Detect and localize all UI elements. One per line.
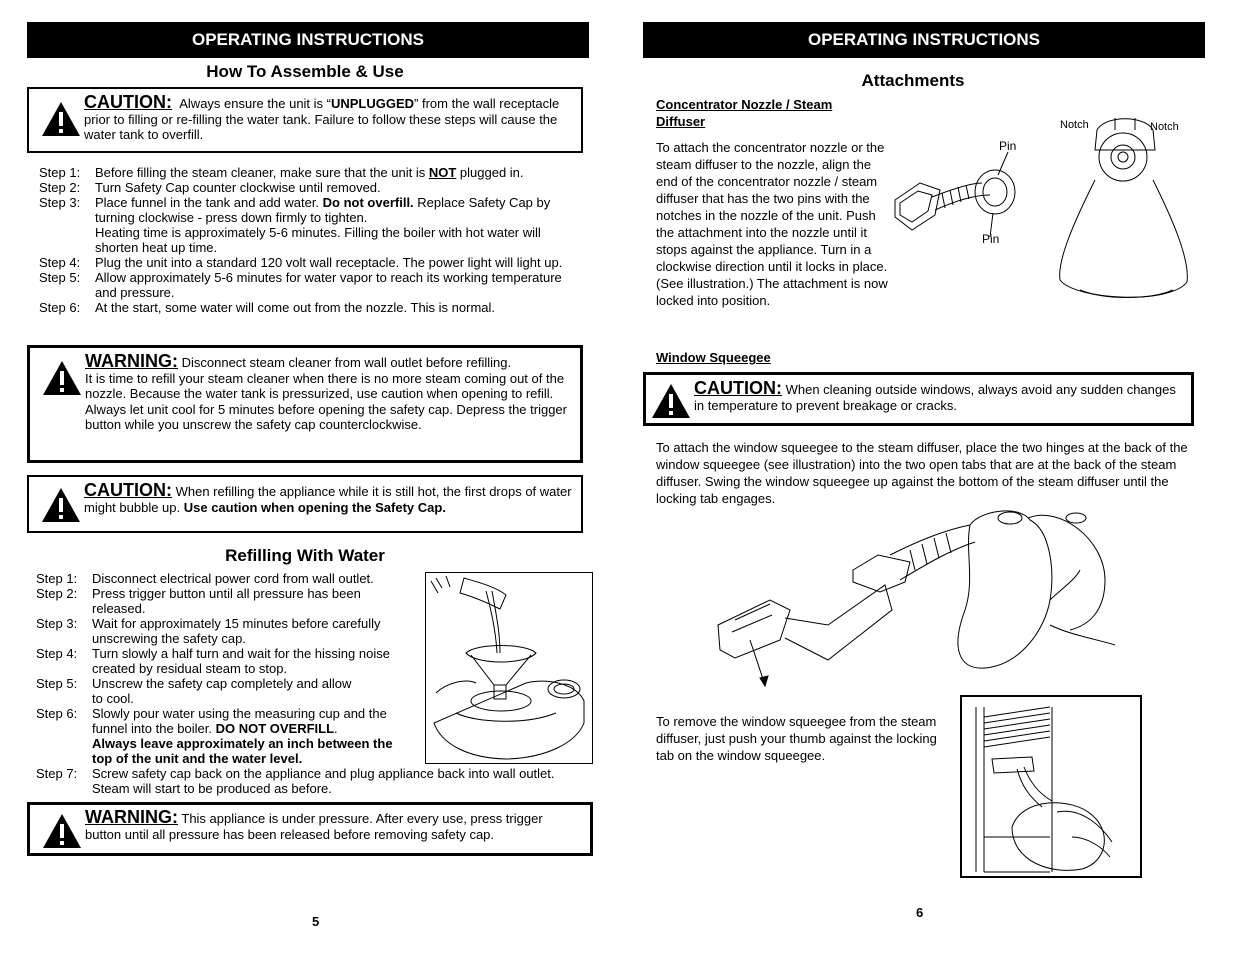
caution-box-windows: CAUTION: When cleaning outside windows, … [643, 372, 1194, 426]
list-item: Step 6:Slowly pour water using the measu… [36, 706, 393, 766]
warning-keyword: WARNING: [85, 807, 178, 827]
warning-text: WARNING: This appliance is under pressur… [85, 807, 543, 842]
right-header: OPERATING INSTRUCTIONS [643, 22, 1205, 58]
list-item: Step 1:Disconnect electrical power cord … [36, 571, 374, 586]
concentrator-text: To attach the concentrator nozzle or the… [656, 140, 888, 308]
warning-triangle-icon [42, 102, 80, 136]
right-section-title: Attachments [861, 71, 965, 90]
caution-text: CAUTION: Always ensure the unit is “UNPL… [84, 92, 560, 142]
squeegee-text: To attach the window squeegee to the ste… [656, 440, 1188, 506]
pouring-water-illustration [430, 575, 585, 760]
list-item: Step 5:Unscrew the safety cap completely… [36, 676, 352, 706]
list-item: Step 5:Allow approximately 5-6 minutes f… [39, 270, 562, 300]
list-item: Step 3:Place funnel in the tank and add … [39, 195, 551, 255]
window-cleaning-illustration [975, 706, 1113, 873]
concentrator-heading: Concentrator Nozzle / Steam Diffuser [656, 97, 833, 129]
remove-text: To remove the window squeegee from the s… [656, 714, 937, 763]
refill-steps: Step 1:Disconnect electrical power cord … [36, 571, 416, 766]
list-item: Step 3:Wait for approximately 15 minutes… [36, 616, 381, 646]
concentrator-nozzle-illustration [894, 151, 1016, 238]
warning-triangle-icon [42, 488, 80, 522]
caution-text: CAUTION: When refilling the appliance wh… [84, 480, 572, 515]
squeegee-heading: Window Squeegee [656, 350, 771, 365]
steam-cleaner-front-illustration [1059, 118, 1188, 298]
warning-keyword: WARNING: [85, 351, 178, 371]
caution-box-hot: CAUTION: When refilling the appliance wh… [27, 475, 583, 533]
warning-triangle-icon [43, 361, 81, 395]
refill-title: Refilling With Water [225, 546, 385, 565]
pin-label-bottom: Pin [982, 232, 1000, 246]
caution-text: CAUTION: When cleaning outside windows, … [694, 378, 1176, 413]
list-item: Step 1:Before filling the steam cleaner,… [39, 165, 524, 180]
window-squeegee-illustration [717, 510, 1116, 688]
page-number-right: 6 [916, 905, 924, 920]
pin-label-top: Pin [999, 139, 1017, 153]
list-item: Step 2:Press trigger button until all pr… [36, 586, 361, 616]
list-item: Step 2:Turn Safety Cap counter clockwise… [39, 180, 381, 195]
left-header: OPERATING INSTRUCTIONS [27, 22, 589, 58]
warning-triangle-icon [43, 814, 81, 848]
left-section-title: How To Assemble & Use [206, 62, 404, 81]
warning-text: WARNING: Disconnect steam cleaner from w… [85, 351, 567, 432]
list-item: Step 6:At the start, some water will com… [39, 300, 496, 315]
list-item: Step 4:Turn slowly a half turn and wait … [36, 646, 390, 676]
squeegee-in-use-illustration [960, 695, 1142, 878]
warning-box-pressure: WARNING: This appliance is under pressur… [27, 802, 593, 856]
notch-label-right: Notch [1150, 121, 1179, 133]
caution-keyword: CAUTION: [84, 92, 172, 112]
assemble-steps: Step 1:Before filling the steam cleaner,… [39, 165, 579, 315]
warning-triangle-icon [652, 384, 690, 418]
caution-box-assemble: CAUTION: Always ensure the unit is “UNPL… [27, 87, 583, 153]
refill-illustration [425, 572, 593, 764]
refill-step-7: Step 7:Screw safety cap back on the appl… [36, 766, 576, 796]
notch-label-left: Notch [1060, 119, 1089, 131]
caution-keyword: CAUTION: [84, 480, 172, 500]
warning-box-refill: WARNING: Disconnect steam cleaner from w… [27, 345, 583, 463]
list-item: Step 7:Screw safety cap back on the appl… [36, 766, 555, 796]
page-number-left: 5 [312, 914, 320, 929]
caution-keyword: CAUTION: [694, 378, 782, 398]
list-item: Step 4:Plug the unit into a standard 120… [39, 255, 563, 270]
